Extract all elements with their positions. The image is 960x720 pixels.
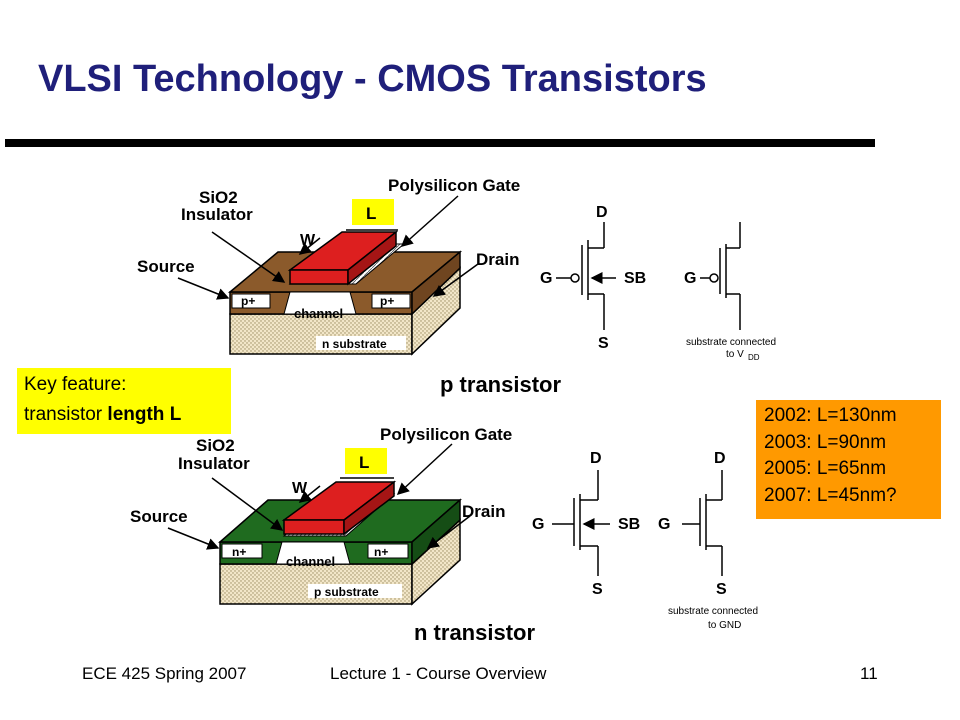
n-well-side (411, 498, 461, 566)
p-length-box (352, 199, 394, 225)
n-symbol-d2: D (714, 450, 726, 467)
n-channel (275, 541, 351, 565)
p-diffusion-right-label: p+ (380, 294, 394, 308)
n-note-line-2: to GND (708, 620, 741, 631)
n-diffusion-right (367, 543, 409, 559)
n-drain-arrow (426, 515, 471, 549)
p-substrate-label: n substrate (322, 337, 387, 351)
n-length-label: L (359, 453, 369, 472)
n-transistor-symbol (552, 470, 610, 576)
key-feature-line-1: Key feature: (24, 374, 127, 395)
p-insulator-arrow (211, 231, 286, 283)
year-row: 2005: L=65nm (764, 458, 887, 479)
n-symbol-s2: S (716, 581, 727, 598)
n-diffusion-left (221, 543, 263, 559)
n-width-arrow (298, 485, 321, 503)
title-rule (5, 139, 875, 147)
n-source-arrow (167, 527, 220, 550)
p-diffusion-right (371, 293, 411, 309)
p-note-line-2: to V (726, 349, 744, 360)
p-note-line-1: substrate connected (686, 337, 776, 348)
p-source-label: Source (137, 257, 195, 276)
n-drain-label: Drain (462, 502, 505, 521)
p-transistor-symbol-simple (700, 222, 741, 330)
p-channel-label: channel (294, 306, 343, 321)
p-note-sub: DD (748, 353, 760, 362)
n-diffusion-left-label: n+ (232, 545, 246, 559)
n-symbol-s: S (592, 581, 603, 598)
n-symbol-d: D (590, 450, 602, 467)
n-insulator-label-2: Insulator (178, 454, 250, 473)
n-gate-arrow (396, 443, 453, 496)
p-drain-arrow (432, 263, 479, 297)
n-length-box (345, 448, 387, 474)
n-substrate-label: p substrate (314, 585, 379, 599)
n-gate-front (283, 519, 345, 535)
n-transistor-cross-section: Polysilicon Gate SiO2 Insulator L W Sour… (130, 425, 512, 606)
p-diffusion-left-label: p+ (241, 294, 255, 308)
n-symbol-g2: G (658, 516, 670, 533)
n-symbol-sb: SB (618, 516, 640, 533)
year-row: 2002: L=130nm (764, 405, 897, 426)
p-source-arrow (177, 277, 230, 300)
n-substrate-label-bg (308, 584, 402, 598)
n-width-label: W (292, 480, 308, 497)
p-insulator-label-2: Insulator (181, 205, 253, 224)
p-drain-label: Drain (476, 250, 519, 269)
n-transistor-symbol-simple (682, 470, 723, 576)
year-row: 2003: L=90nm (764, 431, 887, 453)
p-transistor-label: p transistor (440, 372, 561, 397)
p-symbol-g: G (540, 270, 552, 287)
key-feature-callout: Key feature: transistor length L (17, 368, 231, 434)
key-feature-bold: length L (107, 404, 182, 425)
footer-page-number: 11 (860, 664, 878, 683)
p-diffusion-left (231, 293, 271, 309)
n-gate-label: Polysilicon Gate (380, 425, 512, 444)
n-gate-side (343, 480, 395, 536)
n-diffusion-right-label: n+ (374, 545, 388, 559)
p-channel (283, 291, 357, 315)
p-width-label: W (300, 232, 316, 249)
n-channel-label: channel (286, 554, 335, 569)
n-source-label: Source (130, 507, 188, 526)
p-symbol-s: S (598, 335, 609, 352)
p-gate-side (347, 230, 397, 286)
p-gate-label: Polysilicon Gate (388, 176, 520, 195)
p-symbol-g2: G (684, 270, 696, 287)
n-note-line-1: substrate connected (668, 606, 758, 617)
n-insulator-label-1: SiO2 (196, 436, 235, 455)
p-transistor-symbol (556, 222, 616, 330)
key-feature-prefix: transistor (24, 404, 108, 425)
p-length-label: L (366, 204, 376, 223)
p-gate-arrow (400, 195, 459, 247)
n-transistor-label: n transistor (414, 620, 535, 645)
p-substrate-label-bg (316, 336, 406, 350)
p-width-arrow (298, 237, 321, 255)
p-gate-front (289, 269, 349, 285)
key-feature-line-2: transistor length L (24, 400, 224, 430)
n-insulator-arrow (211, 477, 284, 531)
p-well-side (411, 250, 461, 316)
footer-course: ECE 425 Spring 2007 (82, 664, 247, 683)
n-symbol-g: G (532, 516, 544, 533)
p-symbol-sb: SB (624, 270, 646, 287)
footer-lecture: Lecture 1 - Course Overview (330, 664, 547, 683)
year-row: 2007: L=45nm? (764, 484, 897, 506)
year-timeline-callout: 2002: L=130nm 2003: L=90nm 2005: L=65nm … (756, 400, 941, 519)
p-transistor-cross-section: Polysilicon Gate SiO2 Insulator L W Sour… (137, 176, 520, 356)
p-insulator-label-1: SiO2 (199, 188, 238, 207)
slide-title: VLSI Technology - CMOS Transistors (38, 58, 707, 100)
p-symbol-d: D (596, 204, 608, 221)
